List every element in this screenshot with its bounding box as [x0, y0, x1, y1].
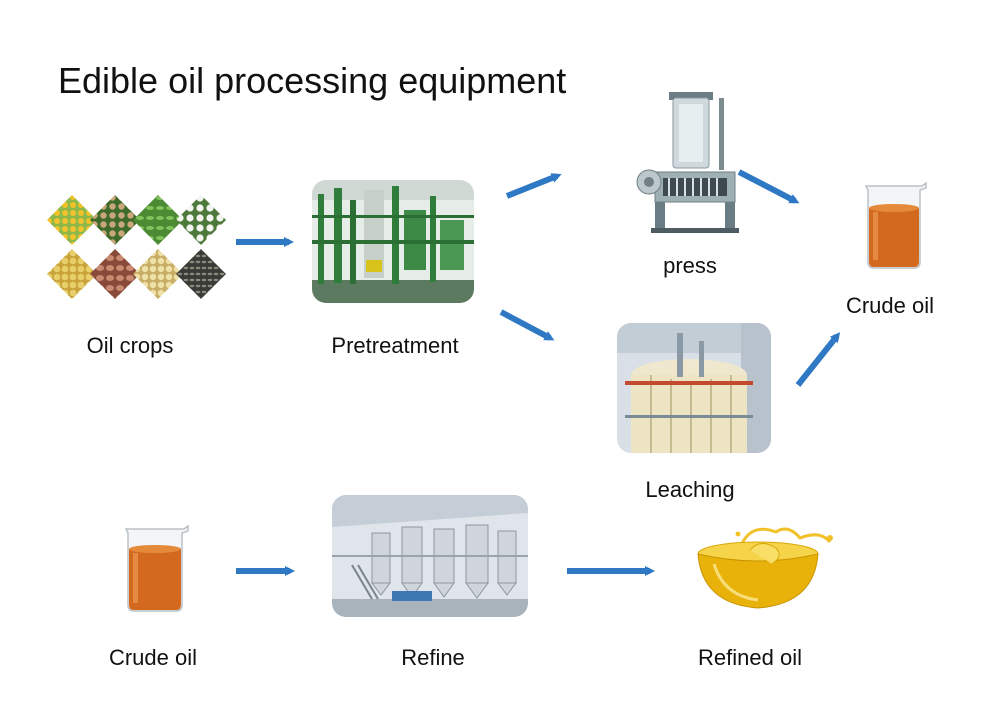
refinery-icon	[332, 495, 528, 617]
node-label-pretreatment: Pretreatment	[331, 333, 459, 358]
leaching-tank-icon	[617, 323, 771, 453]
factory-photo-icon	[312, 180, 474, 303]
node-label-refine: Refine	[401, 645, 465, 670]
node-label-leaching: Leaching	[645, 477, 735, 502]
page-title: Edible oil processing equipment	[58, 60, 567, 101]
arrow-leaching-to-crude-oil	[795, 332, 841, 387]
beaker-icon	[124, 524, 189, 612]
seed-grid-icon	[47, 195, 226, 299]
arrow-pretreatment-to-leaching	[499, 309, 555, 341]
node-label-oil-crops: Oil crops	[86, 333, 174, 358]
node-label-refined-oil: Refined oil	[698, 645, 802, 670]
beaker-icon	[864, 181, 927, 269]
arrow-pretreatment-to-press	[505, 173, 562, 199]
oil-bowl-icon	[697, 527, 833, 609]
node-label-press: press	[663, 253, 717, 278]
node-label-crude-oil-bottom: Crude oil	[108, 645, 198, 670]
oil-press-icon	[636, 92, 739, 233]
arrow-press-to-crude-oil	[737, 169, 800, 204]
node-label-crude-oil-top: Crude oil	[845, 293, 935, 318]
